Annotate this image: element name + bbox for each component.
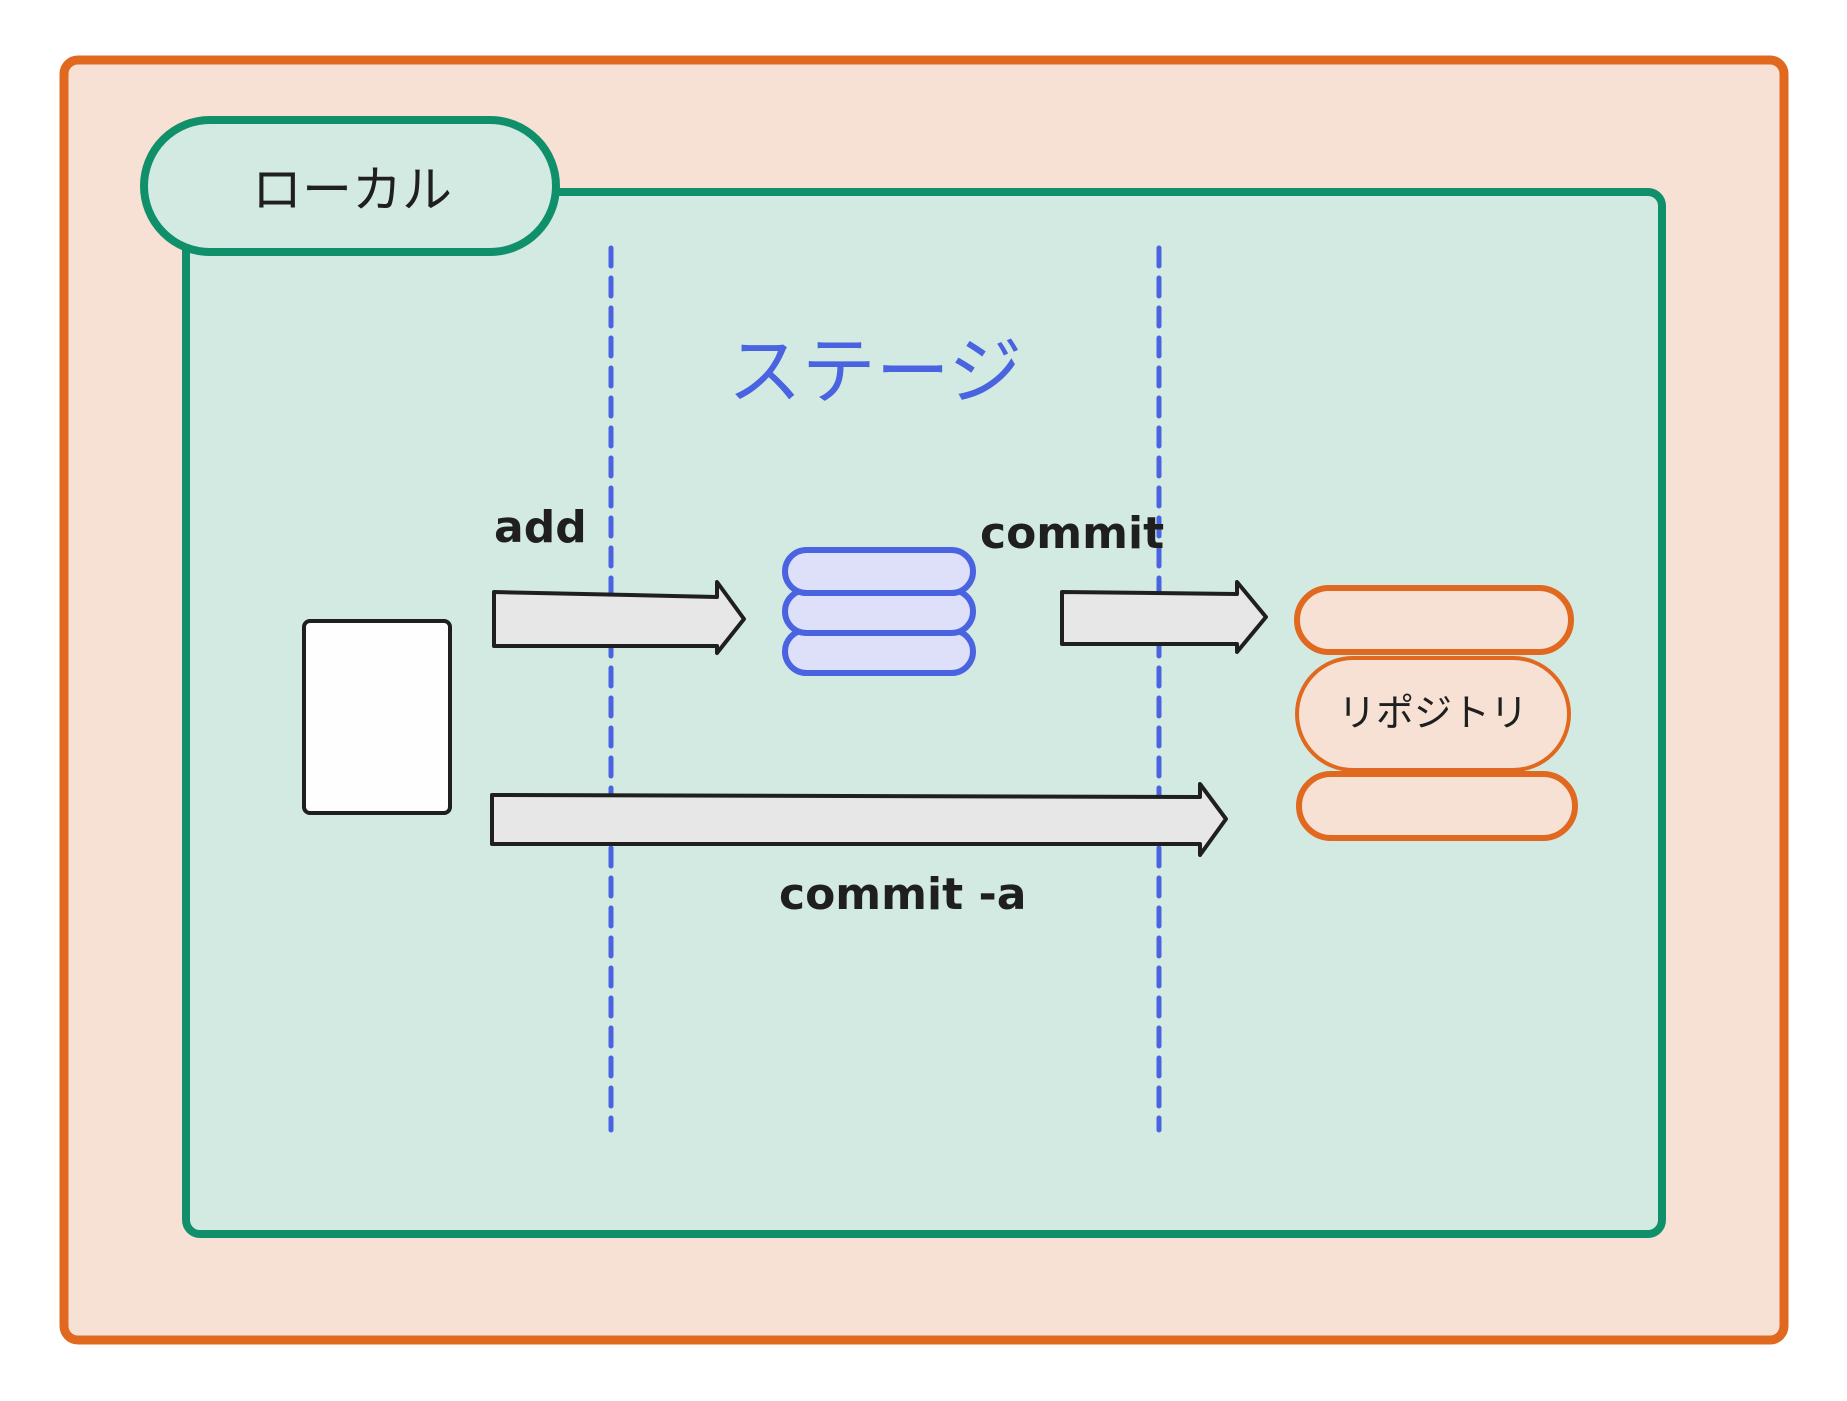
commit-all-label: commit -a <box>779 869 1026 920</box>
local-frame <box>182 188 1666 1238</box>
stage-label: ステージ <box>728 329 1023 415</box>
stage-layer-middle <box>782 587 976 636</box>
commit-all-arrow <box>490 782 1228 857</box>
working-file <box>302 619 452 815</box>
add-label: add <box>494 502 587 553</box>
stage-layer-bottom <box>782 627 976 676</box>
local-label: ローカル <box>252 161 452 219</box>
commit-arrow <box>1060 580 1268 654</box>
stage-layer-top <box>782 547 976 596</box>
add-arrow <box>492 580 746 655</box>
repository-label: リポジトリ <box>1338 691 1528 735</box>
repository-layer-top <box>1294 585 1574 655</box>
commit-label: commit <box>980 508 1164 559</box>
repository-stack-icon <box>1294 585 1578 841</box>
repository-layer-center <box>1295 656 1571 772</box>
stage-stack-icon <box>782 547 976 676</box>
local-tab <box>140 116 560 256</box>
repository-layer-bottom <box>1296 771 1578 841</box>
